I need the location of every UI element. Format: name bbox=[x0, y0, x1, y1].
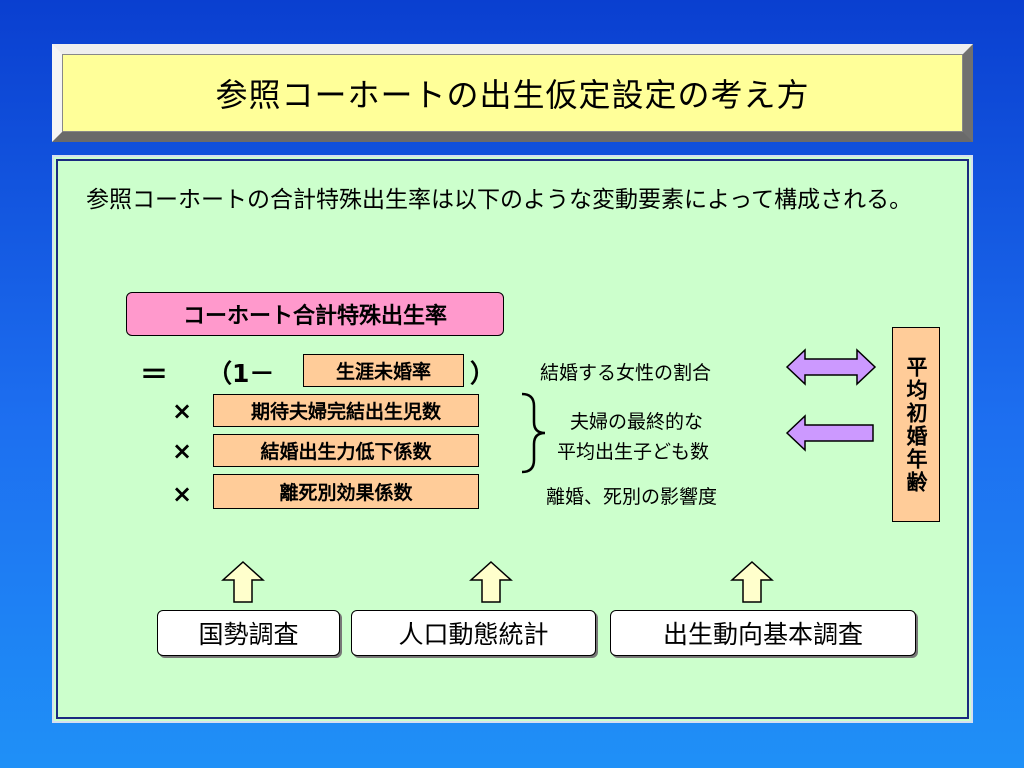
title-frame: 参照コーホートの出生仮定設定の考え方 bbox=[52, 44, 973, 142]
note-marriage: 結婚する女性の割合 bbox=[540, 362, 712, 384]
note-couple-line2: 平均出生子ども数 bbox=[557, 441, 710, 463]
open-paren: （1－ bbox=[207, 359, 275, 388]
left-arrow-icon bbox=[785, 414, 874, 452]
right-brace-icon bbox=[521, 392, 546, 474]
up-arrow-icon-1 bbox=[221, 560, 265, 603]
mean-age-first-marriage-label: 平均初婚年齢 bbox=[904, 355, 928, 494]
close-paren: ） bbox=[470, 359, 496, 388]
slide-title: 参照コーホートの出生仮定設定の考え方 bbox=[215, 76, 810, 114]
up-arrow-icon-2 bbox=[469, 560, 513, 603]
mean-age-first-marriage-box: 平均初婚年齢 bbox=[892, 327, 940, 522]
cohort-tfr-box: コーホート合計特殊出生率 bbox=[126, 292, 504, 336]
term-divorce-bereavement-effect: 離死別効果係数 bbox=[213, 474, 479, 509]
double-arrow-icon bbox=[785, 348, 877, 386]
times-sign-2: × bbox=[172, 437, 193, 465]
times-sign-3: × bbox=[172, 480, 193, 508]
up-arrow-icon-3 bbox=[730, 560, 774, 603]
intro-text: 参照コーホートの合計特殊出生率は以下のような変動要素によって構成される。 bbox=[86, 187, 913, 213]
note-divorce: 離婚、死別の影響度 bbox=[546, 486, 718, 508]
term-expected-completed-births: 期待夫婦完結出生児数 bbox=[213, 394, 479, 427]
times-sign-1: × bbox=[172, 397, 193, 425]
source-fertility-survey: 出生動向基本調査 bbox=[610, 610, 916, 656]
source-vital-statistics: 人口動態統計 bbox=[351, 610, 596, 656]
note-couple-line1: 夫婦の最終的な bbox=[570, 411, 704, 433]
term-marital-fertility-decline: 結婚出生力低下係数 bbox=[213, 434, 479, 467]
equals-sign: ＝ bbox=[140, 358, 169, 391]
term-lifetime-unmarried-rate: 生涯未婚率 bbox=[303, 354, 464, 387]
title-panel: 参照コーホートの出生仮定設定の考え方 bbox=[62, 54, 963, 132]
source-census: 国勢調査 bbox=[157, 610, 340, 656]
